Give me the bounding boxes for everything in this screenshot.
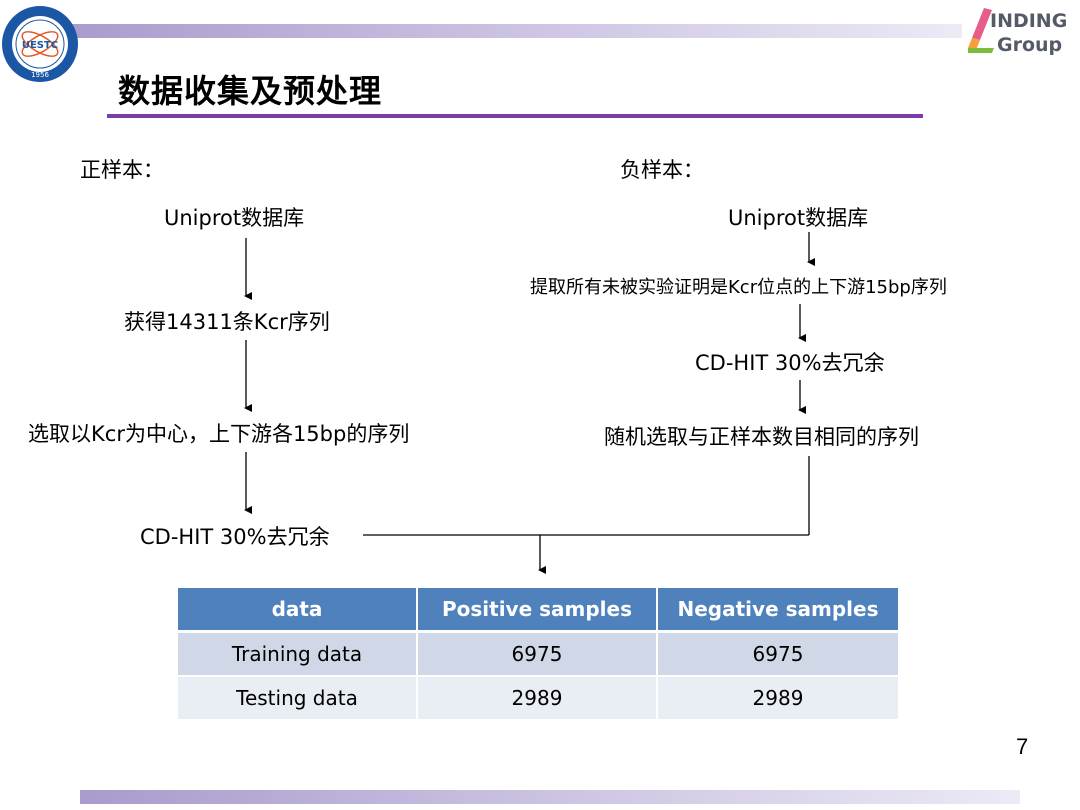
negative-step-3: CD-HIT 30%去冗余 [695, 351, 885, 375]
top-decorative-bar [62, 24, 962, 38]
negative-step-1: Uniprot数据库 [728, 206, 869, 230]
table-cell: 6975 [417, 631, 658, 677]
negative-heading: 负样本： [620, 158, 704, 182]
positive-step-2: 获得14311条Kcr序列 [124, 310, 330, 334]
positive-step-3: 选取以Kcr为中心，上下游各15bp的序列 [28, 422, 410, 446]
page-number: 7 [1016, 734, 1029, 759]
dataset-table: data Positive samples Negative samples T… [178, 588, 900, 719]
finding-group-logo: INDING Group [964, 4, 1076, 64]
table-row: Testing data 2989 2989 [178, 676, 900, 719]
logo-text-line1: INDING [990, 10, 1068, 32]
slide-title: 数据收集及预处理 [118, 72, 383, 110]
positive-step-1: Uniprot数据库 [164, 206, 305, 230]
title-underline [107, 114, 923, 118]
svg-text:UESTC: UESTC [22, 40, 58, 51]
positive-step-4: CD-HIT 30%去冗余 [140, 525, 330, 549]
bottom-decorative-bar [80, 790, 1020, 804]
negative-step-2: 提取所有未被实验证明是Kcr位点的上下游15bp序列 [530, 277, 947, 298]
table-cell: Training data [178, 631, 418, 677]
logo-text-line2: Group [997, 34, 1063, 56]
negative-step-4: 随机选取与正样本数目相同的序列 [604, 425, 919, 449]
positive-heading: 正样本： [80, 158, 164, 182]
table-header-cell: Negative samples [657, 588, 900, 633]
table-row: Training data 6975 6975 [178, 631, 900, 677]
table-cell: 6975 [657, 631, 900, 677]
table-cell: 2989 [657, 676, 900, 719]
svg-text:1956: 1956 [31, 71, 49, 79]
table-cell: 2989 [417, 676, 658, 719]
table-cell: Testing data [178, 676, 418, 719]
table-header-cell: data [178, 588, 418, 633]
table-header-cell: Positive samples [417, 588, 658, 633]
university-logo: UESTC 1956 [0, 4, 80, 84]
table-header-row: data Positive samples Negative samples [178, 588, 900, 633]
